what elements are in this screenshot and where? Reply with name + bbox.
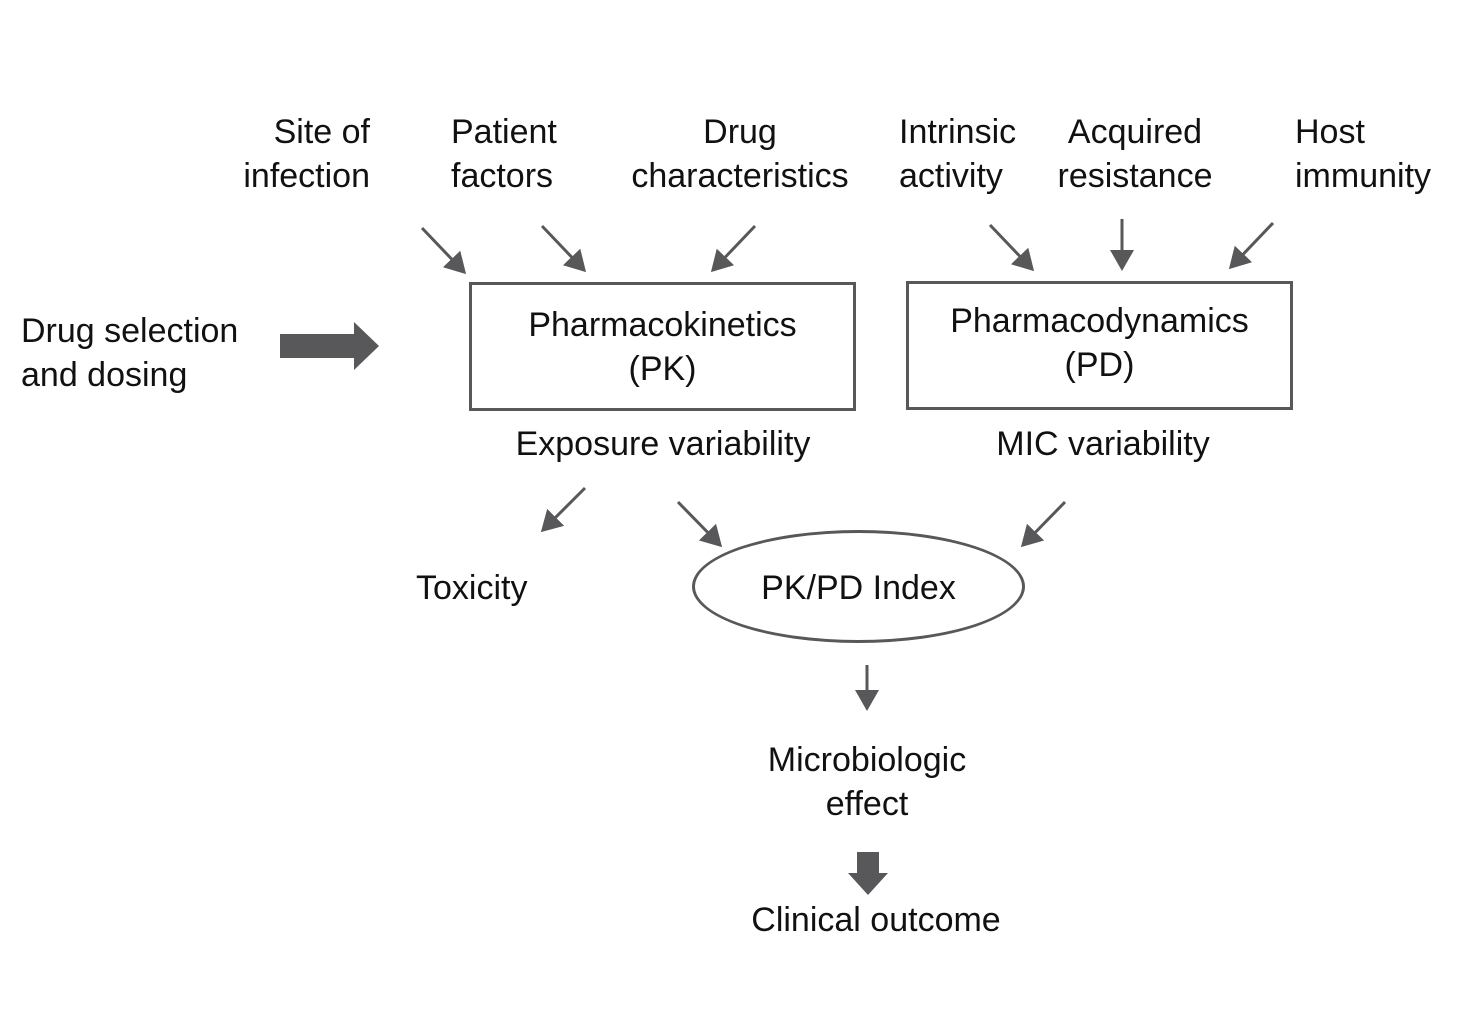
arrow-drug-to-pk bbox=[710, 224, 757, 273]
label-acquired-resistance: Acquired resistance bbox=[1057, 113, 1213, 195]
arrow-intrinsic-to-pd bbox=[988, 223, 1035, 272]
label-drug-selection-and-dosing: Drug selection and dosing bbox=[21, 312, 239, 394]
pkpd-index-ellipse: PK/PD Index bbox=[692, 530, 1025, 643]
label-site-of-infection: Site of infection bbox=[243, 113, 370, 195]
label-drug-characteristics: Drug characteristics bbox=[631, 113, 849, 195]
pk-box-label: Pharmacokinetics (PK) bbox=[528, 306, 797, 388]
arrow-mic-to-index bbox=[1020, 500, 1067, 548]
block-arrow-dosing-to-pk bbox=[280, 322, 379, 370]
arrow-host-to-pd bbox=[1228, 221, 1275, 270]
arrow-patient-to-pk bbox=[540, 224, 587, 273]
pkpd-index-label: PK/PD Index bbox=[761, 569, 956, 607]
block-arrow-effect-to-outcome bbox=[848, 852, 888, 895]
arrow-site-to-pk bbox=[420, 226, 467, 275]
label-patient-factors: Patient factors bbox=[451, 113, 557, 195]
pd-box-label: Pharmacodynamics (PD) bbox=[950, 302, 1249, 384]
label-exposure-variability: Exposure variability bbox=[515, 425, 811, 463]
label-mic-variability: MIC variability bbox=[996, 425, 1210, 463]
pd-box: Pharmacodynamics (PD) bbox=[906, 281, 1293, 410]
label-intrinsic-activity: Intrinsic activity bbox=[899, 113, 1017, 195]
label-microbiologic-effect: Microbiologic effect bbox=[767, 741, 967, 823]
arrow-exposure-to-toxicity bbox=[540, 486, 587, 533]
label-clinical-outcome: Clinical outcome bbox=[751, 901, 1001, 939]
pk-box: Pharmacokinetics (PK) bbox=[469, 282, 856, 411]
label-host-immunity: Host immunity bbox=[1295, 113, 1432, 195]
arrow-exposure-to-index bbox=[676, 500, 723, 548]
label-toxicity: Toxicity bbox=[416, 569, 528, 607]
